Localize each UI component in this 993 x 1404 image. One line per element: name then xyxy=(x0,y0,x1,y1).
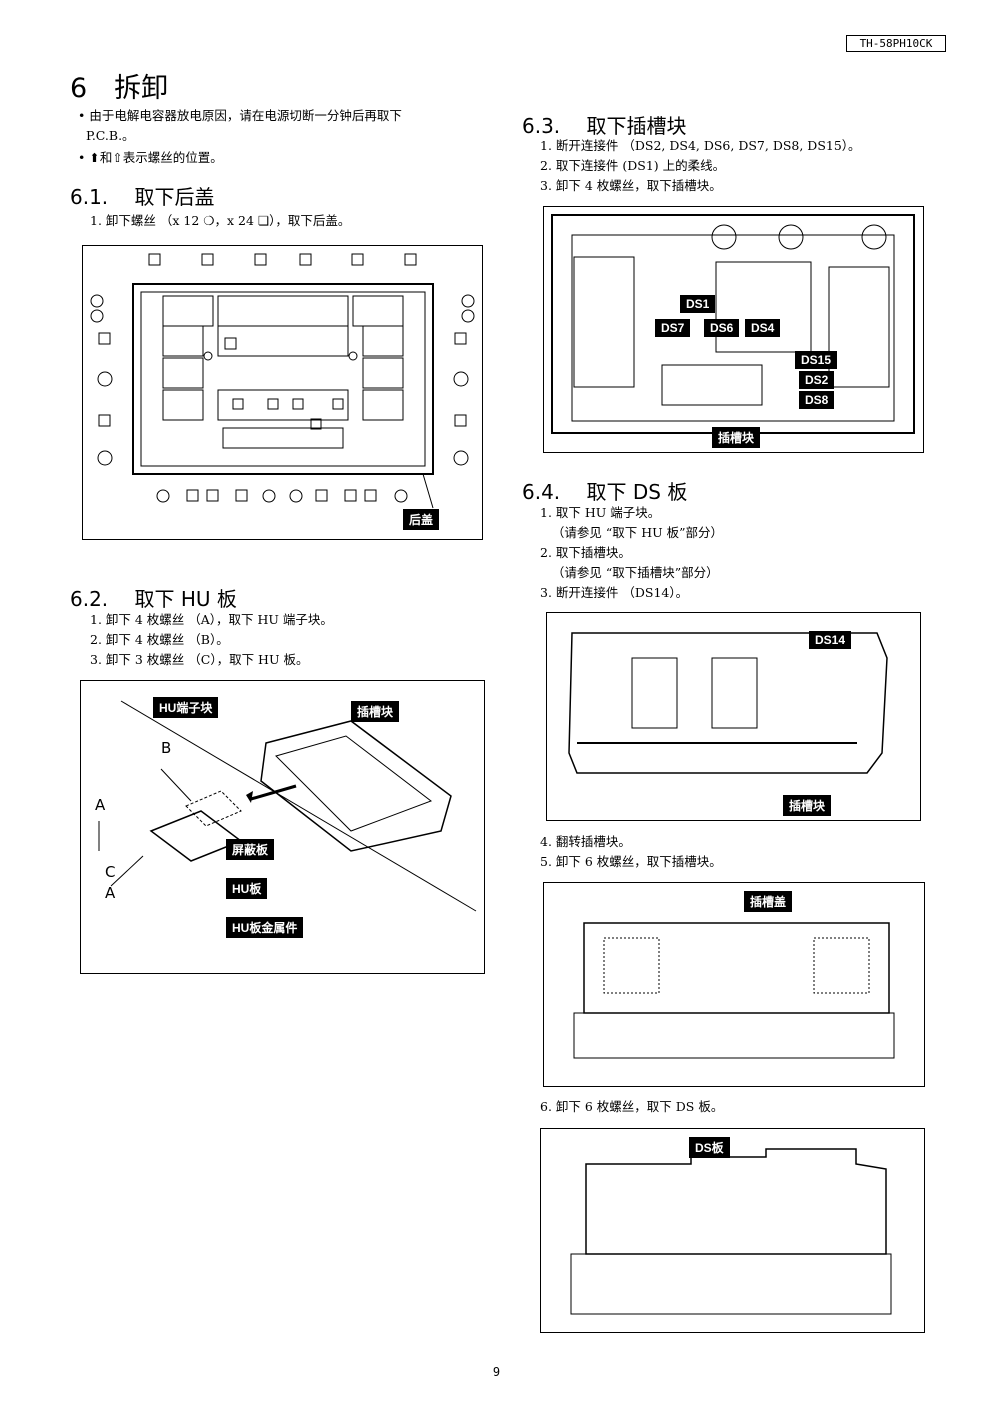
figure-rear-cover: 后盖 xyxy=(82,245,483,540)
label-hu-metal: HU板金属件 xyxy=(226,917,304,938)
label-ds15: DS15 xyxy=(795,351,838,369)
label-slot-block: 插槽块 xyxy=(351,701,400,722)
section-6-4-step-4: 4. 翻转插槽块。 xyxy=(540,834,631,849)
figure-hu-board: HU端子块 插槽块 屏蔽板 HU板 HU板金属件 A A B C xyxy=(80,680,485,974)
figure-slot-cover: 插槽盖 xyxy=(543,882,925,1087)
label-ds2: DS2 xyxy=(799,371,835,389)
label-shield: 屏蔽板 xyxy=(226,839,275,860)
label-ds1: DS1 xyxy=(680,295,716,313)
label-a-bottom: A xyxy=(105,884,116,902)
label-ds14: DS14 xyxy=(809,631,852,649)
label-ds6: DS6 xyxy=(704,319,740,337)
label-a-top: A xyxy=(95,796,106,814)
label-slot-cover: 插槽盖 xyxy=(744,891,793,912)
section-6-4-step-1-note: （请参见 “取下 HU 板”部分） xyxy=(540,525,724,540)
label-hu-terminal: HU端子块 xyxy=(153,697,219,718)
figure-ds14: DS14 插槽块 xyxy=(546,612,921,821)
label-slot-block-64: 插槽块 xyxy=(783,795,832,816)
label-ds4: DS4 xyxy=(745,319,781,337)
ds-board-drawing xyxy=(570,1148,892,1315)
section-6-2-step-2: 2. 卸下 4 枚螺丝 （B）。 xyxy=(90,632,229,647)
model-number: TH-58PH10CK xyxy=(846,35,946,52)
section-6-3-step-2: 2. 取下连接件 (DS1) 上的柔线。 xyxy=(540,158,726,173)
label-ds8: DS8 xyxy=(799,391,835,409)
label-b: B xyxy=(161,739,172,757)
section-6-1-title: 6.1. 取下后盖 xyxy=(70,185,215,209)
label-ds7: DS7 xyxy=(655,319,691,337)
ds14-drawing xyxy=(568,632,888,774)
section-6-4-step-2: 2. 取下插槽块。 xyxy=(540,545,631,560)
note-1: • 由于电解电容器放电原因，请在电源切断一分钟后再取下 xyxy=(78,108,402,123)
section-6-3-step-1: 1. 断开连接件 （DS2, DS4, DS6, DS7, DS8, DS15）… xyxy=(540,138,861,153)
page-number: 9 xyxy=(492,1365,501,1379)
section-6-4-step-5: 5. 卸下 6 枚螺丝，取下插槽块。 xyxy=(540,854,722,869)
slot-cover-drawing xyxy=(573,922,895,1059)
section-6-2-step-1: 1. 卸下 4 枚螺丝 （A），取下 HU 端子块。 xyxy=(90,612,333,627)
label-slot-block-63: 插槽块 xyxy=(712,427,761,448)
figure-ds-board: DS板 xyxy=(540,1128,925,1333)
section-6-4-step-2-note: （请参见 “取下插槽块”部分） xyxy=(540,565,719,580)
section-6-2-title: 6.2. 取下 HU 板 xyxy=(70,587,237,611)
note-2: • ⬆和⇧表示螺丝的位置。 xyxy=(78,150,223,165)
note-1-cont: P.C.B.。 xyxy=(78,128,135,143)
label-rear-cover: 后盖 xyxy=(403,509,440,530)
section-6-4-step-3: 3. 断开连接件 （DS14）。 xyxy=(540,585,689,600)
label-c: C xyxy=(105,863,116,881)
rear-cover-drawing xyxy=(90,253,475,509)
section-6-4-title: 6.4. 取下 DS 板 xyxy=(522,480,688,504)
section-6-1-step-1: 1. 卸下螺丝 （x 12 ❍，x 24 ❏），取下后盖。 xyxy=(90,213,351,228)
label-hu-board: HU板 xyxy=(226,878,268,899)
section-title: 6 拆卸 xyxy=(70,73,169,104)
figure-slot-block: DS1 DS7 DS6 DS4 DS15 DS2 DS8 插槽块 xyxy=(543,206,924,453)
label-ds-board: DS板 xyxy=(689,1137,730,1158)
section-6-4-step-6: 6. 卸下 6 枚螺丝，取下 DS 板。 xyxy=(540,1099,724,1114)
section-6-3-title: 6.3. 取下插槽块 xyxy=(522,114,687,138)
section-6-4-step-1: 1. 取下 HU 端子块。 xyxy=(540,505,661,520)
section-6-2-step-3: 3. 卸下 3 枚螺丝 （C），取下 HU 板。 xyxy=(90,652,309,667)
section-6-3-step-3: 3. 卸下 4 枚螺丝，取下插槽块。 xyxy=(540,178,722,193)
